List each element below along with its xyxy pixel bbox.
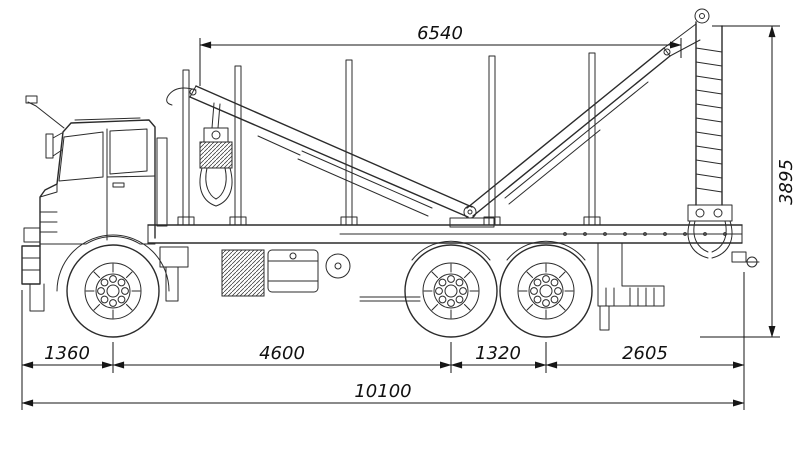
dim-label-overall-length: 10100 (354, 381, 411, 402)
dim-label-rear-axle-spacing: 1320 (475, 343, 521, 364)
rear-wheel-1 (404, 244, 498, 338)
loader-crane (166, 8, 733, 259)
rear-fenders (411, 240, 586, 261)
dim-label-front-overhang: 1360 (44, 343, 90, 364)
front-wheel (66, 244, 160, 338)
front-grapple (199, 102, 233, 207)
rear-mast (663, 8, 733, 259)
dimension-lines: 6540 3895 1360 4600 1320 2605 10100 (21, 23, 797, 410)
rear-wheel-2 (499, 244, 593, 338)
dim-label-rear-overhang: 2605 (622, 343, 668, 364)
under-chassis-equipment (159, 246, 421, 302)
chassis-frame (147, 224, 743, 244)
dim-label-height: 3895 (776, 159, 797, 205)
log-bunk-stakes (177, 52, 601, 226)
cab (21, 95, 170, 312)
rear-underframe (597, 242, 760, 331)
truck-art (21, 8, 760, 338)
dim-label-wheelbase: 4600 (259, 343, 305, 364)
dim-label-top-span: 6540 (417, 23, 463, 44)
